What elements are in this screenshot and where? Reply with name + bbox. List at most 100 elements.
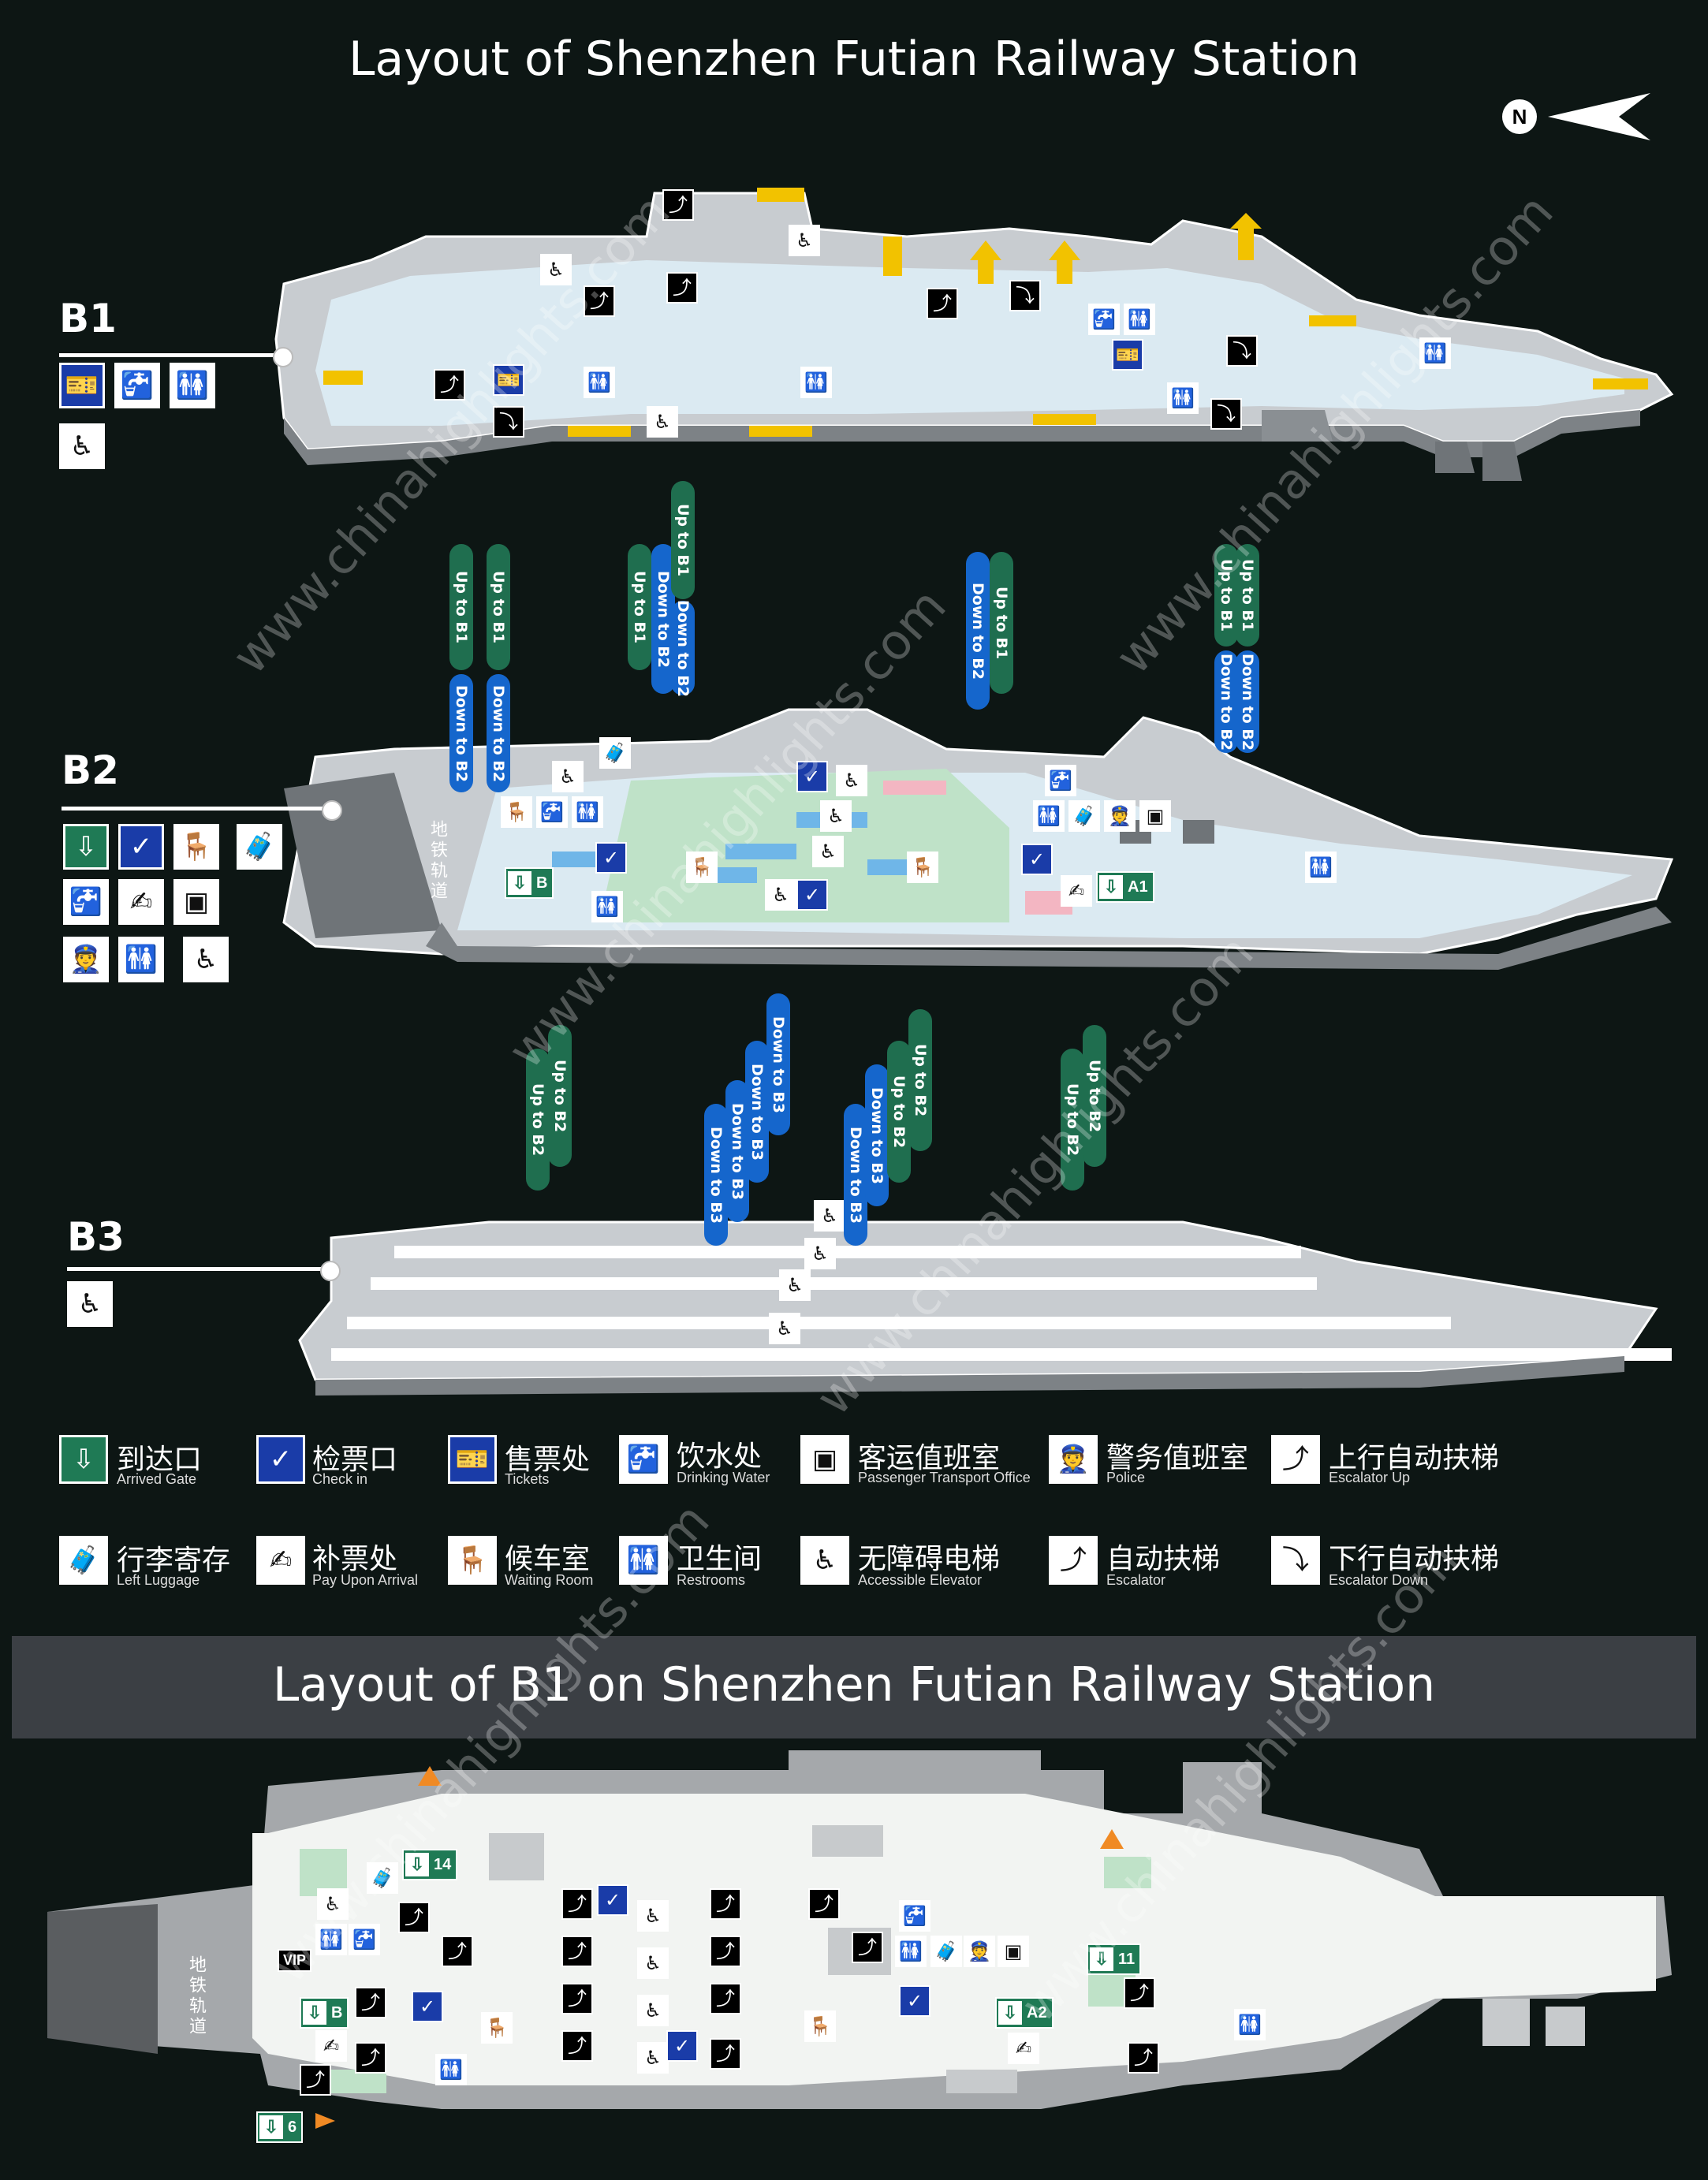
police-icon: 👮 [1049, 1435, 1098, 1484]
escalator-icon: ⤴ [662, 189, 694, 221]
accessible-elevator-icon: ♿ [183, 937, 229, 982]
waiting-room-icon: 🪑 [173, 824, 219, 870]
connector-up-b1: Up to B1 [671, 481, 695, 599]
floor-line-b3 [67, 1267, 327, 1271]
ticket-icon: 🎫 [1112, 339, 1143, 371]
legend-en: Escalator Up [1329, 1470, 1411, 1485]
legend-cn: 售票处 [505, 1444, 591, 1476]
arrived-gate-icon: ⇩ [998, 2001, 1022, 2025]
drinking-water-icon: 🚰 [114, 363, 160, 408]
legend-cn: 补票处 [312, 1543, 398, 1575]
gate-a1-label: A1 [1128, 878, 1148, 896]
escalator-icon: ⤴ [927, 288, 958, 319]
gate-11-marker: ⇩ 11 [1087, 1943, 1142, 1975]
connector-up-b1: Up to B1 [1236, 544, 1259, 647]
arrived-gate-icon: ⇩ [259, 2115, 283, 2139]
restroom-icon: 🚻 [619, 1536, 668, 1585]
arrived-gate-icon: ⇩ [508, 871, 531, 895]
connector-down-b3: Down to B3 [704, 1104, 728, 1246]
connector-down-b3: Down to B3 [865, 1064, 889, 1206]
waiting-room-icon: 🪑 [804, 2010, 836, 2042]
connector-down-b2: Down to B2 [1236, 650, 1259, 753]
legend-cn: 卫生间 [677, 1543, 763, 1575]
gate-11-label: 11 [1118, 1950, 1136, 1968]
waiting-room-icon: 🪑 [686, 852, 718, 883]
gate-b-plan-marker: ⇩B [300, 1997, 349, 2029]
legend-en: Drinking Water [677, 1470, 770, 1485]
escalator-icon: ⤴ [852, 1932, 883, 1963]
accessible-elevator-icon: ♿ [804, 1238, 836, 1269]
gate-b-label: B [536, 874, 548, 892]
accessible-elevator-icon: ♿ [540, 254, 572, 285]
restroom-icon: 🚻 [315, 1924, 347, 1955]
restroom-icon: 🚻 [1167, 382, 1199, 414]
left-luggage-icon: 🧳 [367, 1862, 398, 1894]
check-in-icon: ✓ [412, 1991, 443, 2022]
legend-cn: 检票口 [312, 1444, 398, 1476]
compass: N [1502, 93, 1660, 148]
passenger-office-icon: ▣ [800, 1435, 849, 1484]
floor-label-b1: B1 [59, 296, 117, 341]
arrived-gate-icon: ⇩ [1090, 1947, 1113, 1971]
gate-a1-marker: ⇩A1 [1096, 871, 1154, 903]
legend-en: Waiting Room [505, 1572, 594, 1588]
arrived-gate-icon: ⇩ [405, 1853, 429, 1876]
connector-down-b2: Down to B2 [487, 674, 510, 792]
accessible-elevator-icon: ♿ [836, 765, 867, 796]
connector-up-b2: Up to B2 [1083, 1025, 1106, 1167]
accessible-elevator-icon: ♿ [779, 1269, 811, 1301]
gate-a2-label: A2 [1027, 2003, 1047, 2022]
b1-layout-title: Layout of B1 on Shenzhen Futian Railway … [272, 1657, 1436, 1712]
check-in-icon: ✓ [796, 761, 828, 792]
legend-en: Passenger Transport Office [858, 1470, 1031, 1485]
legend-en: Escalator [1106, 1572, 1166, 1588]
escalator-icon: ⤴ [710, 1936, 741, 1967]
station-3d-map [274, 188, 1674, 1396]
floor-line-b2 [62, 807, 330, 811]
accessible-elevator-icon: ♿ [814, 1200, 845, 1232]
escalator-icon: ⤴ [710, 2038, 741, 2070]
connector-up-b2: Up to B2 [548, 1025, 572, 1167]
floor-line-b1 [59, 353, 280, 357]
accessible-elevator-icon: ♿ [637, 1947, 669, 1979]
connector-down-b2: Down to B2 [966, 552, 990, 710]
escalator-down-icon: ⤵ [1271, 1536, 1320, 1585]
floor-dot-b2 [322, 800, 342, 821]
connector-up-b1: Up to B1 [1214, 544, 1238, 647]
check-in-icon: ✓ [118, 824, 164, 870]
legend-en: Arrived Gate [117, 1471, 197, 1487]
check-in-icon: ✓ [1021, 844, 1053, 875]
left-luggage-icon: 🧳 [59, 1536, 108, 1585]
restroom-icon: 🚻 [800, 367, 832, 398]
escalator-icon: ⤴ [1049, 1536, 1098, 1585]
waiting-room-icon: 🪑 [501, 796, 532, 828]
escalator-icon: ⤴ [584, 285, 615, 317]
restroom-icon: 🚻 [435, 2054, 467, 2085]
floor-label-b2: B2 [62, 747, 119, 793]
accessible-elevator-icon: ♿ [800, 1536, 849, 1585]
legend-en: Restrooms [677, 1572, 746, 1588]
floor-dot-b1 [273, 347, 293, 367]
legend-en: Police [1106, 1470, 1146, 1485]
legend-cn: 候车室 [505, 1543, 591, 1575]
escalator-icon: ⤴ [666, 272, 698, 304]
accessible-elevator-icon: ♿ [769, 1313, 800, 1344]
accessible-elevator-icon: ♿ [637, 1995, 669, 2026]
restroom-icon: 🚻 [584, 367, 615, 398]
escalator-icon: ⤴ [561, 1888, 593, 1920]
escalator-down-icon: ⤵ [1210, 398, 1242, 430]
pay-upon-arrival-icon: ✍ [1008, 2033, 1039, 2064]
restroom-icon: 🚻 [1234, 2009, 1266, 2040]
drinking-water-icon: 🚰 [1045, 765, 1076, 796]
accessible-elevator-icon: ♿ [647, 406, 678, 438]
escalator-down-icon: ⤵ [1226, 335, 1258, 367]
legend-en: Left Luggage [117, 1572, 200, 1588]
connector-up-b1: Up to B1 [628, 544, 651, 670]
escalator-icon: ⤴ [355, 2042, 386, 2074]
connector-up-b1: Up to B1 [990, 552, 1013, 694]
arrived-gate-icon: ⇩ [303, 2001, 326, 2025]
drinking-water-icon: 🚰 [619, 1435, 668, 1484]
legend-en: Accessible Elevator [858, 1572, 983, 1588]
waiting-room-icon: 🪑 [481, 2012, 513, 2044]
accessible-elevator-icon: ♿ [812, 836, 844, 867]
